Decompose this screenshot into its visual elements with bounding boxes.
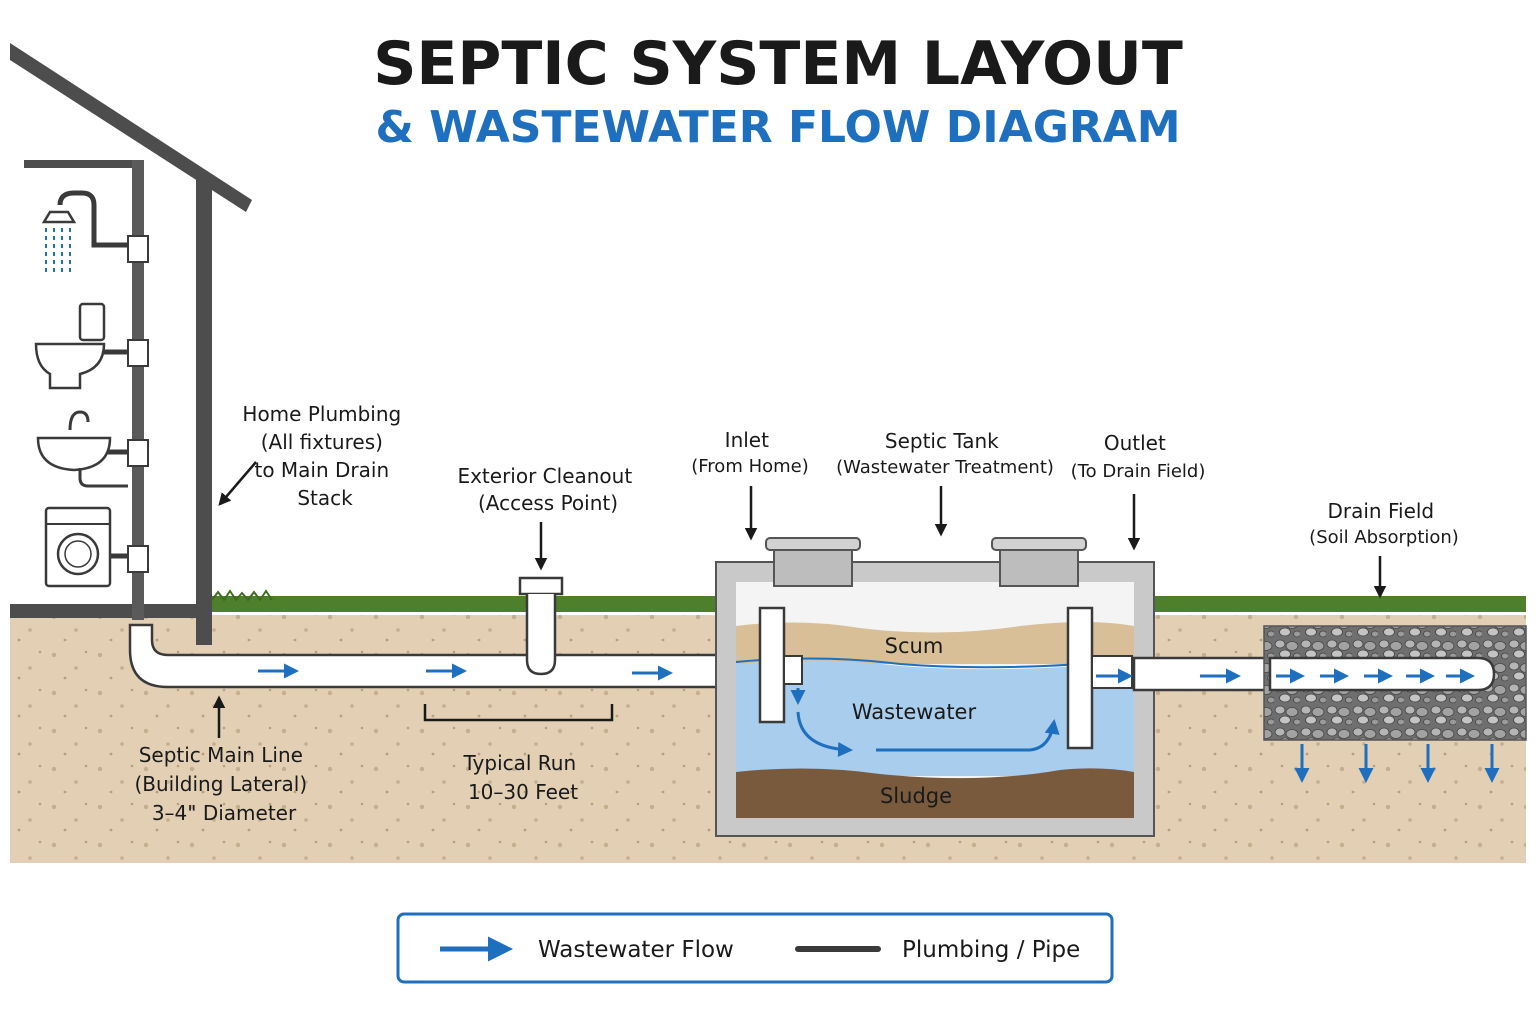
outlet-label: Outlet (To Drain Field): [1071, 431, 1206, 482]
septic-tank-label: Septic Tank (Wastewater Treatment): [836, 429, 1054, 478]
callout-arrows: [212, 461, 1387, 738]
exterior-cleanout: [518, 576, 564, 676]
house-floor: [10, 604, 212, 618]
title-sub: & WASTEWATER FLOW DIAGRAM: [375, 102, 1180, 153]
house-roof: [10, 43, 252, 212]
exterior-cleanout-label: Exterior Cleanout (Access Point): [457, 464, 638, 515]
scum-layer: [736, 622, 1134, 664]
flow-arrows: [258, 663, 1500, 783]
legend-box: [396, 912, 1114, 984]
septic-tank: Scum Wastewater Sludge: [715, 537, 1155, 837]
toilet-icon: [34, 302, 128, 390]
drain-field-label: Drain Field (Soil Absorption): [1309, 499, 1459, 548]
house: [10, 43, 252, 645]
shower-icon: [41, 190, 128, 272]
wastewater-label: Wastewater: [852, 700, 977, 724]
washing-machine-icon: [44, 506, 128, 588]
sludge-label: Sludge: [880, 784, 952, 808]
inlet-label: Inlet (From Home): [691, 428, 809, 477]
typical-run-bracket: [423, 704, 614, 722]
drain-stack: [132, 160, 144, 620]
sludge-layer: [736, 768, 1134, 818]
vent-pipe-top: [24, 160, 144, 168]
title-main: SEPTIC SYSTEM LAYOUT: [373, 29, 1183, 99]
legend: Wastewater Flow Plumbing / Pipe: [396, 912, 1114, 984]
home-plumbing-label: Home Plumbing (All fixtures) to Main Dra…: [242, 402, 407, 510]
main-line-label: Septic Main Line (Building Lateral) 3–4"…: [134, 743, 313, 825]
scum-label: Scum: [885, 634, 944, 658]
legend-flow-label: Wastewater Flow: [538, 937, 734, 963]
drain-field: [1263, 625, 1527, 741]
house-wall: [196, 180, 212, 645]
typical-run-label: Typical Run 10–30 Feet: [462, 751, 582, 804]
sink-icon: [36, 410, 128, 488]
legend-pipe-label: Plumbing / Pipe: [902, 937, 1080, 963]
